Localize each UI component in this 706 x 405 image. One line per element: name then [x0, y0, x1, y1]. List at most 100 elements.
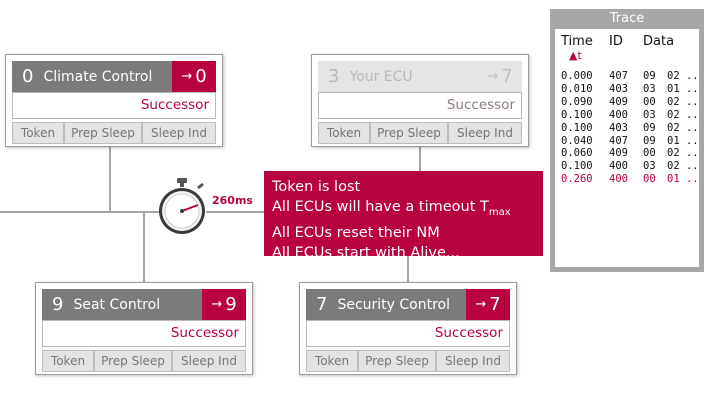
- trace-row[interactable]: 0.040 407 09 01 ..: [555, 135, 699, 148]
- ecu-number: 0: [22, 66, 34, 87]
- trace-time: 0.060: [561, 147, 593, 160]
- arrow-icon: →: [475, 297, 487, 312]
- successor-number: 7: [489, 294, 501, 315]
- trace-time: 0.100: [561, 108, 593, 121]
- trace-id: 407: [609, 134, 628, 147]
- arrow-icon: →: [181, 69, 193, 84]
- prep-sleep-button[interactable]: Prep Sleep: [94, 350, 172, 372]
- trace-data-rest: 02 ..: [667, 108, 699, 121]
- trace-time: 0.000: [561, 70, 593, 82]
- message-line-3: All ECUs reset their NM: [272, 224, 440, 241]
- sleep-ind-button[interactable]: Sleep Ind: [142, 122, 216, 144]
- sleep-ind-button[interactable]: Sleep Ind: [172, 350, 246, 372]
- ecu-number: 9: [52, 294, 64, 315]
- trace-id: 400: [609, 173, 628, 186]
- successor-indicator: → 7: [478, 61, 522, 92]
- trace-row[interactable]: 0.000 407 09 02 ..: [555, 70, 699, 83]
- trace-row[interactable]: 0.060 409 00 02 ..: [555, 147, 699, 160]
- trace-time: 0.010: [561, 82, 593, 95]
- ecu-number: 3: [328, 66, 340, 87]
- token-button[interactable]: Token: [12, 122, 64, 144]
- successor-indicator: → 0: [172, 61, 216, 92]
- trace-data-byte-1: 09: [643, 70, 656, 82]
- token-button[interactable]: Token: [42, 350, 94, 372]
- stopwatch-icon: [159, 178, 205, 234]
- trace-data-rest: 01 ..: [667, 173, 699, 186]
- prep-sleep-button[interactable]: Prep Sleep: [370, 122, 448, 144]
- trace-id: 407: [609, 70, 628, 82]
- token-button[interactable]: Token: [306, 350, 358, 372]
- trace-id: 400: [609, 108, 628, 121]
- successor-field: Successor: [42, 320, 246, 347]
- trace-id: 409: [609, 95, 628, 108]
- trace-data-byte-1: 00: [643, 173, 656, 186]
- ecu-node-your-ecu: 3 Your ECU → 7 Successor Token Prep Slee…: [311, 54, 529, 147]
- token-lost-message: Token is lost All ECUs will have a timeo…: [264, 171, 543, 261]
- successor-number: 7: [501, 66, 513, 87]
- ecu-name: Climate Control: [43, 68, 153, 85]
- ecu-name: Your ECU: [349, 68, 413, 85]
- trace-data-rest: 02 ..: [667, 70, 699, 82]
- ecu-name: Seat Control: [73, 296, 161, 313]
- trace-time: 0.100: [561, 121, 593, 134]
- trace-data-byte-1: 00: [643, 147, 656, 160]
- timer-label: 260ms: [212, 194, 253, 207]
- ecu-name: Security Control: [337, 296, 450, 313]
- successor-field: Successor: [306, 320, 510, 347]
- sleep-ind-button[interactable]: Sleep Ind: [448, 122, 522, 144]
- bus-stub-bottom-left: [143, 212, 145, 283]
- prep-sleep-button[interactable]: Prep Sleep: [358, 350, 436, 372]
- trace-row[interactable]: 0.100 400 03 02 ..: [555, 160, 699, 173]
- trace-data-rest: 02 ..: [667, 147, 699, 160]
- trace-id: 403: [609, 82, 628, 95]
- ecu-header: 9 Seat Control → 9: [42, 289, 246, 320]
- message-line-1: Token is lost: [272, 179, 361, 195]
- trace-id: 403: [609, 121, 628, 134]
- column-header-data[interactable]: Data: [643, 34, 675, 49]
- ecu-number: 7: [316, 294, 328, 315]
- column-header-id[interactable]: ID: [609, 34, 623, 49]
- token-button[interactable]: Token: [318, 122, 370, 144]
- ecu-node-seat-control: 9 Seat Control → 9 Successor Token Prep …: [35, 282, 253, 375]
- trace-data-rest: 02 ..: [667, 95, 699, 108]
- trace-data-byte-1: 09: [643, 134, 656, 147]
- trace-data-rest: 02 ..: [667, 160, 699, 173]
- message-subscript: max: [488, 206, 511, 218]
- bus-line-horizontal: [0, 211, 160, 213]
- ecu-header: 3 Your ECU → 7: [318, 61, 522, 92]
- successor-indicator: → 9: [202, 289, 246, 320]
- arrow-icon: →: [487, 69, 499, 84]
- bus-stub-top-left: [109, 146, 111, 212]
- trace-data-rest: 01 ..: [667, 134, 699, 147]
- successor-indicator: → 7: [466, 289, 510, 320]
- successor-field: Successor: [318, 92, 522, 119]
- column-header-time[interactable]: Time: [561, 34, 593, 49]
- trace-time: 0.040: [561, 134, 593, 147]
- successor-number: 0: [195, 66, 207, 87]
- trace-time: 0.100: [561, 160, 593, 173]
- message-line-2-text: All ECUs will have a timeout T: [272, 199, 489, 215]
- ecu-header: 0 Climate Control → 0: [12, 61, 216, 92]
- message-line-4: All ECUs start with Alive...: [272, 244, 460, 261]
- trace-id: 400: [609, 160, 628, 173]
- message-line-2: All ECUs will have a timeout Tmax: [272, 197, 535, 223]
- trace-data-byte-1: 09: [643, 121, 656, 134]
- prep-sleep-button[interactable]: Prep Sleep: [64, 122, 142, 144]
- ecu-header: 7 Security Control → 7: [306, 289, 510, 320]
- sleep-ind-button[interactable]: Sleep Ind: [436, 350, 510, 372]
- trace-data-byte-1: 00: [643, 95, 656, 108]
- trace-data-byte-1: 03: [643, 160, 656, 173]
- trace-id: 409: [609, 147, 628, 160]
- trace-title: Trace: [609, 11, 645, 26]
- successor-number: 9: [225, 294, 237, 315]
- ecu-node-security-control: 7 Security Control → 7 Successor Token P…: [299, 282, 517, 375]
- sort-marker: ▲t: [569, 49, 582, 62]
- ecu-node-climate-control: 0 Climate Control → 0 Successor Token Pr…: [5, 54, 223, 147]
